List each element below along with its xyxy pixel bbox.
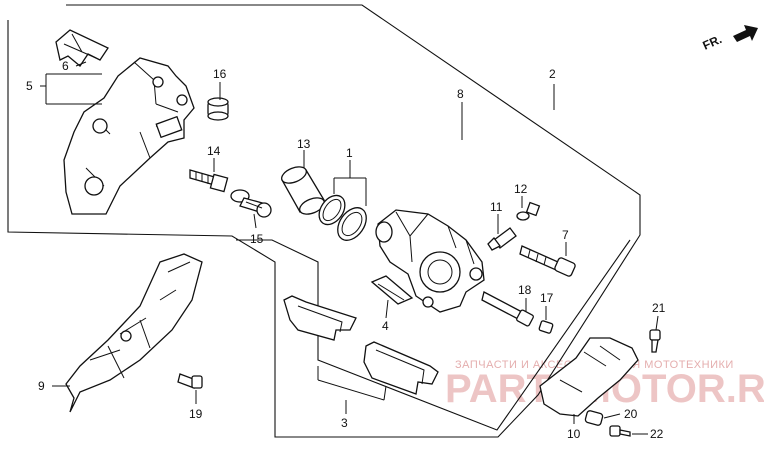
callout-12: 12 (514, 182, 528, 196)
callout-14: 14 (207, 144, 221, 158)
part-collar-20 (584, 410, 604, 426)
leader-20 (603, 413, 621, 419)
leader-3 (317, 366, 387, 414)
callout-9: 9 (38, 379, 45, 393)
part-piston-seal (318, 194, 346, 226)
callout-4: 4 (382, 319, 389, 333)
callout-19: 19 (189, 407, 203, 421)
part-caliper-guard (539, 337, 639, 417)
part-brake-pad-front (283, 295, 357, 341)
part-bleeder-screw-12 (516, 201, 541, 221)
part-bolt-22 (609, 425, 631, 437)
callout-11: 11 (490, 200, 503, 214)
leader-6 (75, 61, 87, 67)
callout-2: 2 (549, 67, 556, 81)
callout-8: 8 (457, 87, 464, 101)
leader-1 (333, 160, 367, 206)
callout-1: 1 (346, 146, 353, 160)
leader-21 (655, 315, 659, 331)
leader-15 (253, 213, 257, 229)
leader-5 (40, 73, 102, 105)
part-pad-shim (370, 275, 414, 305)
callout-22: 22 (650, 427, 664, 441)
callout-16: 16 (213, 67, 227, 81)
callout-6: 6 (62, 59, 69, 73)
part-pad-spring (55, 29, 109, 67)
part-piston (281, 166, 325, 215)
part-nut-17 (538, 320, 554, 334)
part-disc-guard (65, 253, 203, 413)
callout-7: 7 (562, 228, 569, 242)
leader-4 (385, 299, 389, 319)
part-bleeder-cap (207, 97, 229, 121)
part-caliper-body (375, 209, 485, 313)
part-bolt-14 (189, 169, 229, 193)
callout-18: 18 (518, 283, 532, 297)
part-caliper-bracket (63, 57, 195, 215)
front-arrow-icon (733, 25, 758, 42)
assembly-outline-top (7, 4, 641, 438)
part-brake-pad-rear (363, 341, 439, 395)
callout-21: 21 (652, 301, 666, 315)
direction-label: FR. (701, 32, 724, 53)
callout-10: 10 (567, 427, 581, 441)
callout-17: 17 (540, 291, 554, 305)
part-bleeder-valve (487, 227, 517, 251)
front-direction-indicator: FR. (701, 25, 758, 53)
part-bolt-19 (177, 373, 203, 389)
callout-13: 13 (297, 137, 311, 151)
part-pin-bolt-7 (519, 245, 576, 277)
callout-15: 15 (250, 232, 264, 246)
callout-20: 20 (624, 407, 638, 421)
part-bolt-21 (649, 329, 661, 353)
callout-3: 3 (341, 416, 348, 430)
part-dust-seal (337, 207, 367, 241)
callout-5: 5 (26, 79, 33, 93)
part-pad-pin (481, 291, 534, 327)
part-pin-bolt-15 (230, 189, 272, 218)
